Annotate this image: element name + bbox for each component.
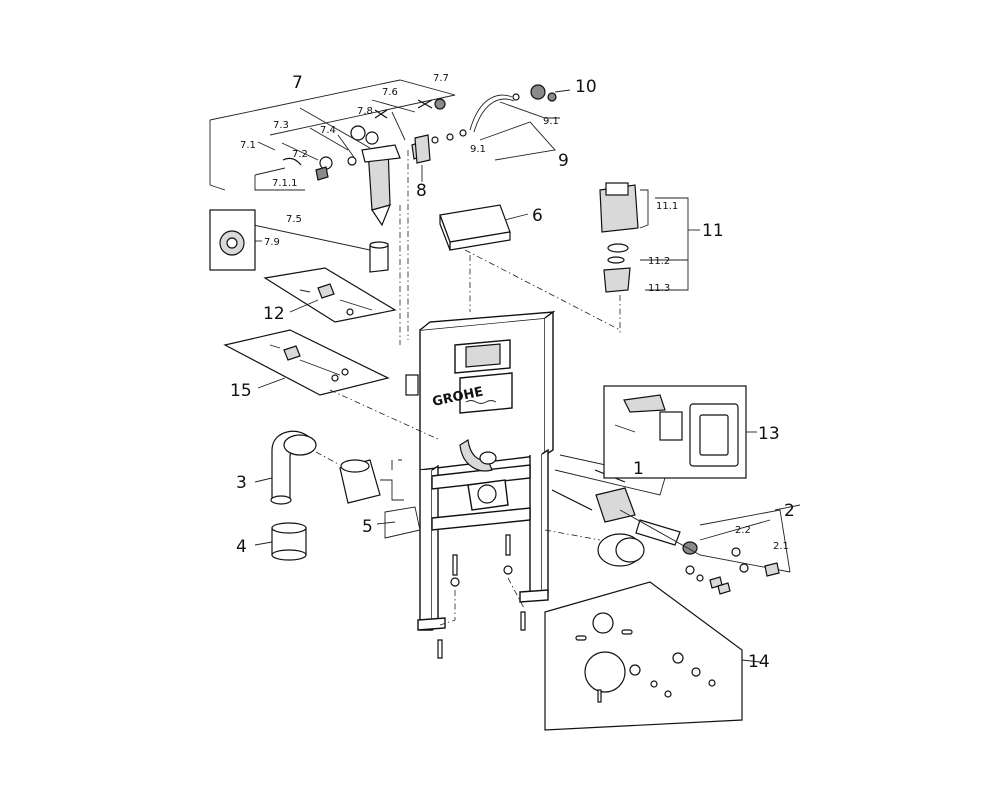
callout-7-2: 7.2 (292, 149, 308, 160)
part-14-panel (544, 581, 761, 731)
part-9-leader (479, 121, 556, 161)
part-1-2-group (544, 454, 801, 595)
callout-7-8: 7.8 (357, 106, 373, 117)
installation-frame (405, 310, 556, 631)
callout-14: 14 (748, 652, 770, 672)
part-8-bracket (414, 134, 431, 164)
callout-8: 8 (416, 181, 427, 201)
callout-7-3: 7.3 (273, 120, 289, 131)
brand-wave-icon (465, 400, 497, 404)
callout-12: 12 (263, 304, 285, 324)
callout-9-1-a: 9.1 (543, 116, 559, 127)
callout-2-2: 2.2 (735, 525, 751, 536)
part-3-elbow (254, 430, 341, 505)
callout-11: 11 (702, 221, 724, 241)
part-13-box (603, 385, 757, 479)
callout-11-2: 11.2 (648, 256, 670, 267)
callout-7-4: 7.4 (320, 125, 336, 136)
callout-4: 4 (236, 537, 247, 557)
part-7-9-box (209, 209, 262, 271)
callout-2-1: 2.1 (773, 541, 789, 552)
part-5-leader-box (384, 506, 421, 539)
callout-labels: 7 7.7 7.6 7.8 7.3 7.4 7.1 7.2 7.1.1 7.5 … (230, 73, 795, 672)
callout-7-5: 7.5 (286, 214, 302, 225)
part-12-panel (263, 267, 397, 323)
callout-5: 5 (362, 517, 373, 537)
part-3-sleeve (339, 459, 404, 504)
callout-6: 6 (532, 206, 543, 226)
callout-2: 2 (784, 501, 795, 521)
callout-11-1: 11.1 (656, 201, 678, 212)
callout-7-9: 7.9 (264, 237, 280, 248)
callout-11-3: 11.3 (648, 283, 670, 294)
callout-7-6: 7.6 (382, 87, 398, 98)
callout-7: 7 (292, 73, 303, 93)
callout-7-1-1: 7.1.1 (272, 178, 297, 189)
part-4-cap (254, 522, 307, 561)
part-6-insulation-block (439, 204, 621, 331)
callout-9-1-b: 9.1 (470, 144, 486, 155)
part-11-flush-valve (599, 182, 700, 335)
callout-13: 13 (758, 424, 780, 444)
part-15-panel (223, 329, 441, 441)
callout-9: 9 (558, 151, 569, 171)
callout-3: 3 (236, 473, 247, 493)
callout-7-7: 7.7 (433, 73, 449, 84)
callout-10: 10 (575, 77, 597, 97)
anchor-bolts (437, 534, 526, 659)
callout-15: 15 (230, 381, 252, 401)
callout-7-1: 7.1 (240, 140, 256, 151)
callout-1: 1 (633, 459, 644, 479)
